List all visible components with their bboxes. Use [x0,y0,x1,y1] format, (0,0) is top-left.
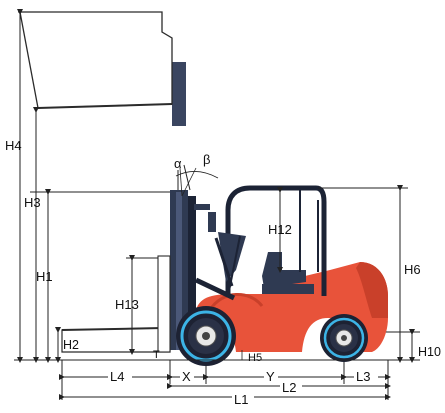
label-l1: L1 [234,392,248,407]
tilt-cylinder [194,277,236,301]
label-l3: L3 [356,369,370,384]
label-h13: H13 [115,297,139,312]
label-alpha: α [174,156,182,171]
tilt-angle-marks [175,167,219,197]
label-t: T [153,349,160,361]
label-h10: H10 [418,345,441,359]
h10-dimension [386,329,420,363]
forklift-body [194,185,388,352]
label-h2: H2 [63,338,79,352]
label-l4: L4 [110,369,124,384]
label-beta: β [203,152,210,167]
label-x: X [182,369,191,384]
raised-carriage-plate [172,62,186,126]
overhead-guard [225,185,327,296]
label-h12: H12 [268,222,292,237]
label-l2: L2 [282,380,296,395]
front-wheel [176,306,236,366]
label-h1: H1 [36,269,53,284]
label-y: Y [266,369,275,384]
raised-load-outline [19,11,173,109]
counterweight [356,262,388,318]
label-h4: H4 [5,138,22,153]
chassis [196,262,388,352]
left-dimension-lines [17,9,170,363]
bottom-labels: L4 X Y L3 L2 L1 [108,368,378,407]
label-h6: H6 [404,262,421,277]
mast [170,164,196,350]
mast-inner-rail [188,196,196,346]
rear-wheel [320,314,368,362]
seat [262,252,306,288]
raised-fork-carriage [19,11,186,126]
label-h3: H3 [24,195,41,210]
lower-forks [61,255,171,353]
label-h5: H5 [248,352,262,364]
h6-dimension [318,185,408,363]
